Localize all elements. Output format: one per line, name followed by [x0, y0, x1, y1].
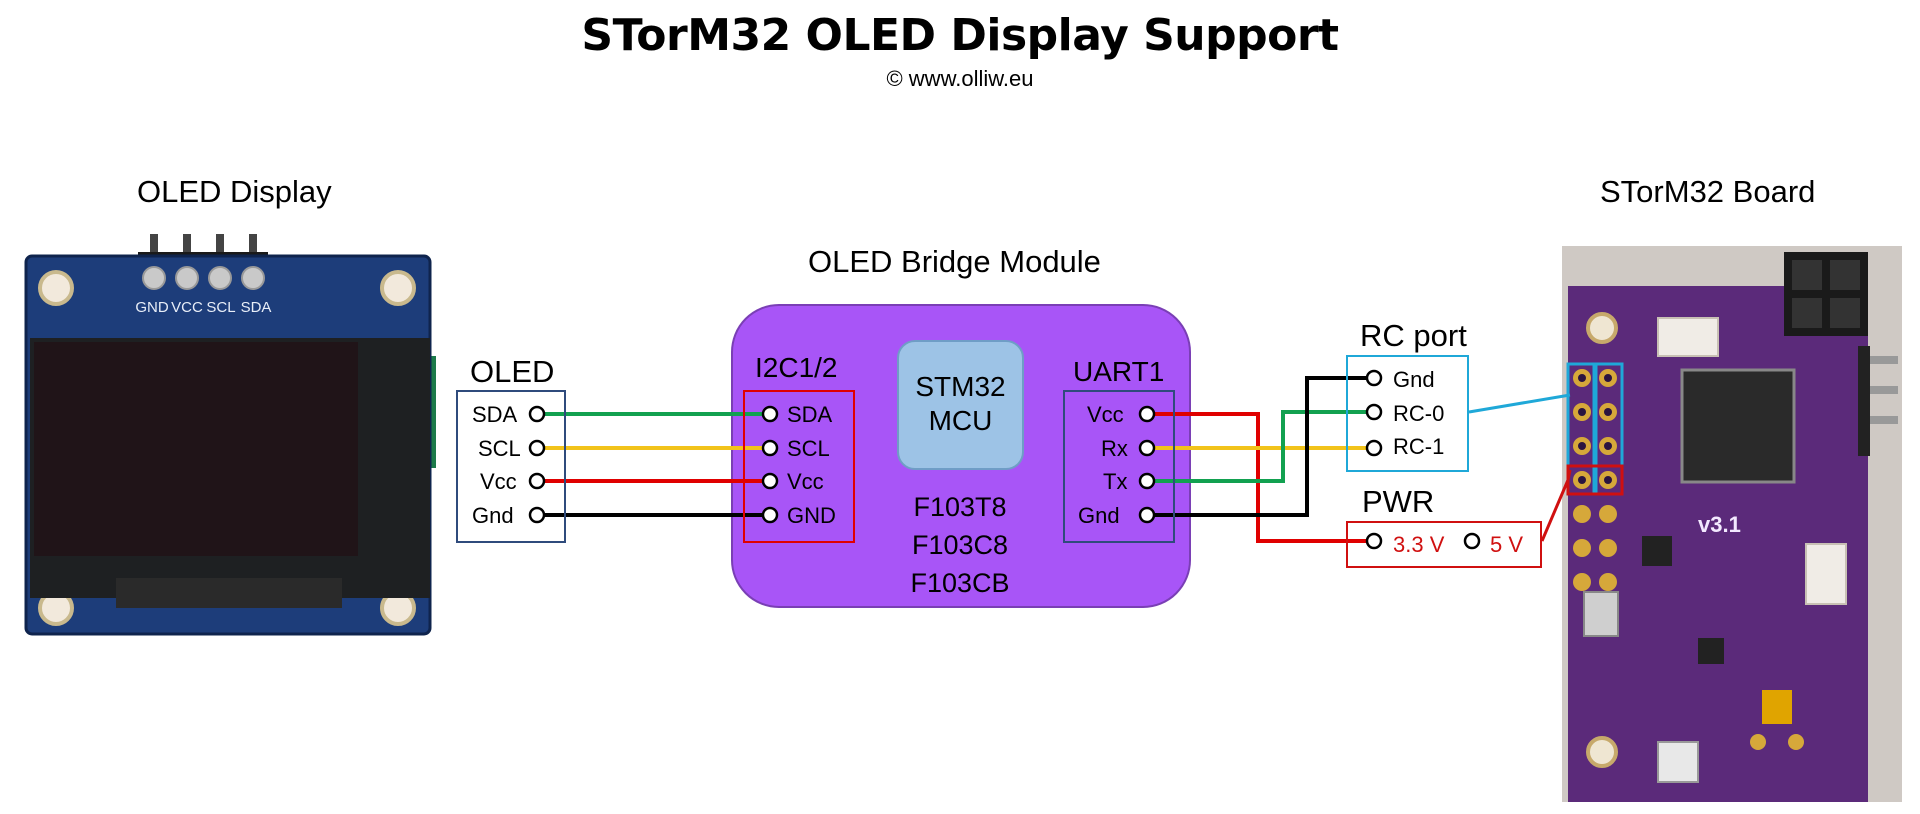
mcu-line2: MCU: [928, 405, 993, 436]
uart-label: UART1: [1073, 356, 1165, 387]
oled-pin-label: Vcc: [480, 469, 517, 494]
i2c-box: [743, 390, 855, 543]
oled-screen: [34, 342, 358, 556]
mcu-variant: F103C8: [911, 530, 1009, 560]
mcu-variant: F103T8: [913, 492, 1007, 522]
oled-header-label: GND: [135, 299, 169, 316]
storm32-board-heading: STorM32 Board: [1600, 174, 1816, 209]
wire-rc-to-board: [1468, 393, 1571, 414]
rc-pin-label: RC-1: [1393, 434, 1445, 459]
page-title: STorM32 OLED Display Support: [581, 10, 1339, 61]
oled-connector-heading: OLED: [470, 354, 555, 389]
oled-connector-box: [456, 390, 566, 543]
pwr-box: [1346, 521, 1542, 568]
rc-pin-label: Gnd: [1393, 367, 1435, 392]
mcu-line1: STM32: [915, 371, 1006, 402]
oled-display-photo: GND VCC SCL SDA: [24, 234, 436, 636]
rc-pin-label: RC-0: [1393, 401, 1445, 426]
mcu-variant: F103CB: [910, 568, 1010, 598]
uart-pin-label: Gnd: [1078, 503, 1120, 528]
i2c-pin-label: SCL: [787, 436, 830, 461]
oled-display-heading: OLED Display: [137, 174, 332, 209]
oled-header-label: SCL: [206, 299, 235, 316]
i2c-pin-label: SDA: [787, 402, 833, 427]
oled-pin-label: Gnd: [472, 503, 514, 528]
bridge-heading: OLED Bridge Module: [808, 244, 1101, 279]
board-version-silk: v3.1: [1698, 512, 1741, 537]
page-subtitle: © www.olliw.eu: [886, 66, 1034, 91]
uart-pin-label: Tx: [1103, 469, 1128, 494]
mcu-variants: F103T8 F103C8 F103CB: [890, 488, 1030, 602]
storm32-mcu: [1680, 368, 1796, 484]
pwr-option-5v: 5 V: [1490, 532, 1524, 557]
i2c-pin-label: Vcc: [787, 469, 824, 494]
oled-pin-label: SCL: [478, 436, 521, 461]
i2c-label: I2C1/2: [755, 352, 838, 383]
oled-header-label: VCC: [171, 299, 203, 316]
pwr-heading: PWR: [1362, 484, 1435, 519]
uart-pin-label: Rx: [1101, 436, 1128, 461]
pwr-option-3v3: 3.3 V: [1393, 532, 1445, 557]
oled-header-label: SDA: [241, 299, 272, 316]
rc-port-heading: RC port: [1360, 318, 1467, 353]
mcu-chip: STM32 MCU: [897, 340, 1024, 470]
uart-pin-label: Vcc: [1087, 402, 1124, 427]
i2c-pin-label: GND: [787, 503, 836, 528]
oled-pin-label: SDA: [472, 402, 518, 427]
storm32-board-photo: v3.1: [1562, 246, 1902, 802]
